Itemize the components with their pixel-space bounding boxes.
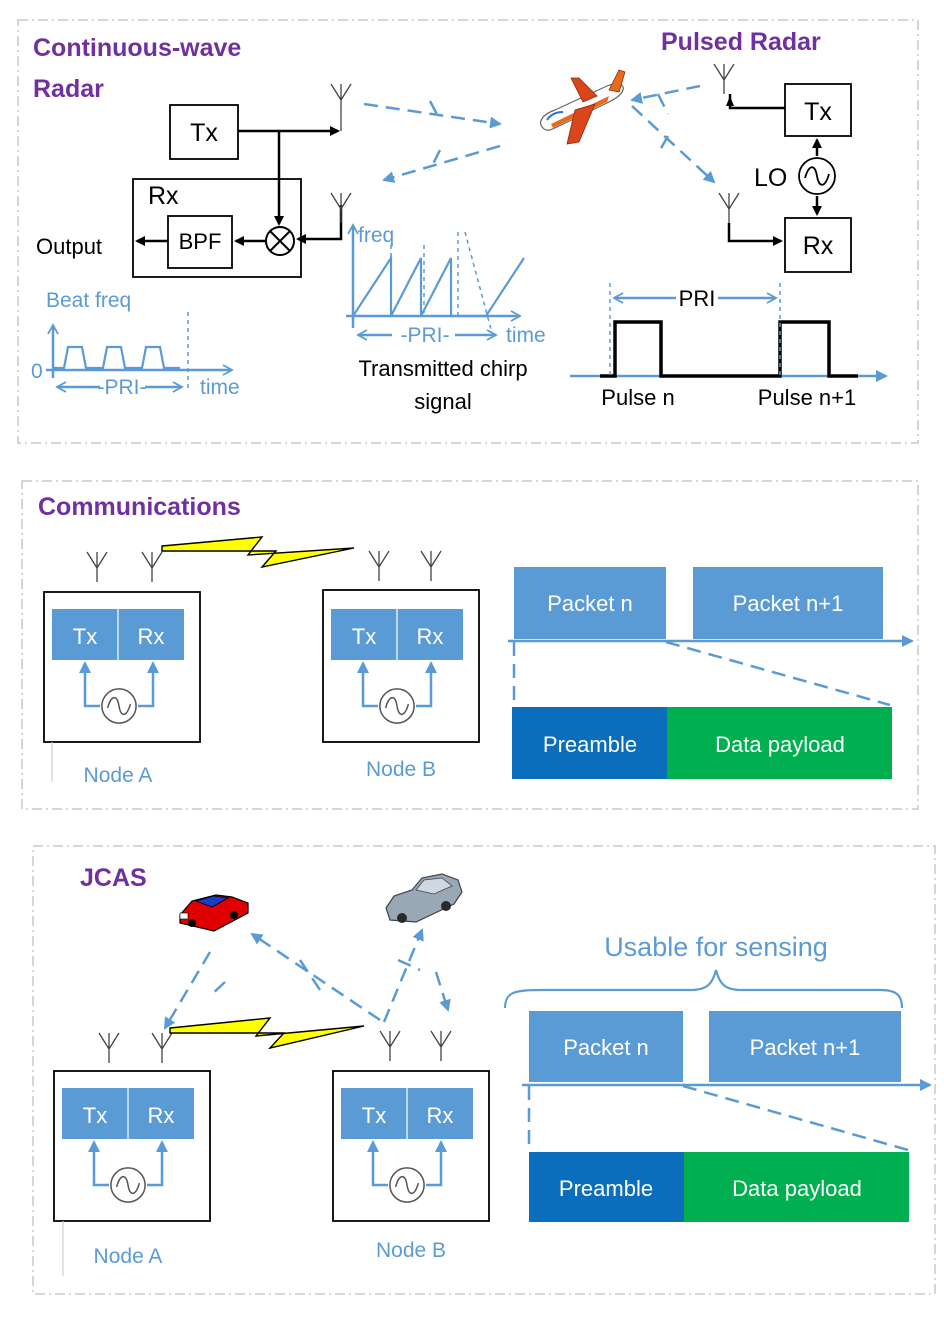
pulsed-tx-block (784, 83, 852, 137)
oscillator-icon (101, 688, 137, 724)
red-car-icon (179, 894, 249, 932)
comm-payload-label: Data payload (715, 732, 845, 757)
jcas-b-tx-label: Tx (362, 1103, 386, 1128)
comm-a-rx-label: Rx (138, 624, 165, 649)
jcas-a-label: Node A (94, 1245, 163, 1268)
jcas-packet-n1 (709, 1011, 901, 1082)
antenna-icon (368, 550, 390, 582)
antenna-icon (151, 1032, 173, 1064)
comm-node-a: Tx Rx Node A (43, 551, 201, 787)
lightning-icon (169, 1017, 365, 1050)
comm-packet-n1 (693, 567, 883, 639)
comm-packet-n-label: Packet n (547, 591, 633, 616)
antenna-icon (713, 63, 735, 95)
jcas-node-b: Tx Rx Node B (332, 1030, 490, 1262)
comm-packet-n (514, 567, 666, 639)
chirp-plot: freq -PRI- time Transmitted chirp signal (346, 223, 546, 414)
pulsed-tx-label: Tx (804, 98, 832, 126)
comm-b-rx-label: Rx (417, 624, 444, 649)
jcas-a-rx-label: Rx (148, 1103, 175, 1128)
oscillator-icon (110, 1167, 146, 1203)
cw-ant-to-mixer-line (296, 205, 343, 244)
beat-pri-label: -PRI- (97, 376, 146, 399)
chirp-pri-label: -PRI- (400, 324, 449, 347)
chirp-time-label: time (506, 324, 546, 347)
cw-tx-label: Tx (190, 119, 218, 147)
jcas-usable-label: Usable for sensing (604, 932, 828, 962)
oscillator-icon (379, 688, 415, 724)
pulsed-pri-label: PRI (679, 286, 716, 311)
jcas-packet-n (529, 1011, 683, 1082)
antenna-icon (430, 1030, 452, 1062)
antenna-icon (420, 550, 442, 582)
beat-time-label: time (200, 376, 240, 399)
chirp-caption-line2: signal (414, 389, 471, 414)
cw-bpf-block (167, 215, 233, 269)
chirp-caption-line1: Transmitted chirp (358, 356, 527, 381)
comm-payload (667, 707, 892, 779)
comm-packet-timeline: Packet n Packet n+1 Preamble Data payloa… (508, 567, 914, 779)
pulse-train-plot: PRI Pulse n Pulse n+1 (570, 283, 888, 410)
comm-preamble (512, 707, 667, 779)
mixer-icon (265, 226, 295, 256)
jcas-preamble (529, 1152, 684, 1222)
comm-b-label: Node B (366, 758, 436, 781)
airplane-icon (540, 69, 626, 145)
grey-car-icon (385, 873, 463, 923)
antenna-icon (330, 83, 352, 115)
oscillator-icon (389, 1167, 425, 1203)
jcas-a-tx-label: Tx (83, 1103, 107, 1128)
cw-title-line1: Continuous-wave (33, 34, 241, 62)
cw-output-label: Output (36, 234, 102, 259)
cw-title-line2: Radar (33, 75, 104, 103)
pulsed-rx-block (784, 217, 852, 273)
comm-a-tx-label: Tx (73, 624, 97, 649)
comm-title: Communications (38, 493, 241, 521)
usable-brace (503, 969, 904, 1009)
jcas-packet-n-label: Packet n (563, 1035, 649, 1060)
antenna-icon (86, 551, 108, 583)
beat-freq-label: Beat freq (46, 289, 131, 312)
oscillator-icon (798, 157, 836, 195)
cw-pulsed-frame (17, 19, 919, 444)
jcas-payload (684, 1152, 909, 1222)
pulsed-rx-label: Rx (803, 232, 834, 260)
antenna-icon (98, 1032, 120, 1064)
pulsed-lo-label: LO (754, 164, 787, 192)
jcas-node-a: Tx Rx Node A (53, 1032, 211, 1276)
jcas-b-rx-label: Rx (427, 1103, 454, 1128)
comm-packet-n1-label: Packet n+1 (733, 591, 844, 616)
pulse-n-label: Pulse n (601, 385, 674, 410)
comm-frame (21, 480, 919, 810)
jcas-title: JCAS (80, 864, 147, 892)
cw-rx-label: Rx (148, 182, 179, 210)
cw-bpf-label: BPF (179, 229, 222, 254)
lightning-icon (161, 536, 355, 569)
comm-node-b: Tx Rx Node B (322, 550, 480, 781)
antenna-icon (141, 551, 163, 583)
beat-zero-label: 0 (31, 360, 43, 383)
comm-a-label: Node A (84, 764, 153, 787)
antenna-icon (718, 192, 740, 224)
jcas-packet-timeline: Usable for sensing Packet n Packet n+1 P… (503, 932, 932, 1222)
jcas-preamble-label: Preamble (559, 1176, 653, 1201)
comm-preamble-label: Preamble (543, 732, 637, 757)
antenna-icon (330, 192, 352, 224)
chirp-freq-label: freq (358, 224, 394, 247)
jcas-packet-n1-label: Packet n+1 (750, 1035, 861, 1060)
pulsed-title: Pulsed Radar (661, 28, 821, 56)
jcas-frame (32, 845, 936, 1295)
pulse-n1-label: Pulse n+1 (758, 385, 856, 410)
beat-freq-plot: Beat freq 0 -PRI- time (31, 289, 240, 399)
antenna-icon (379, 1030, 401, 1062)
jcas-payload-label: Data payload (732, 1176, 862, 1201)
jcas-b-label: Node B (376, 1239, 446, 1262)
comm-b-tx-label: Tx (352, 624, 376, 649)
